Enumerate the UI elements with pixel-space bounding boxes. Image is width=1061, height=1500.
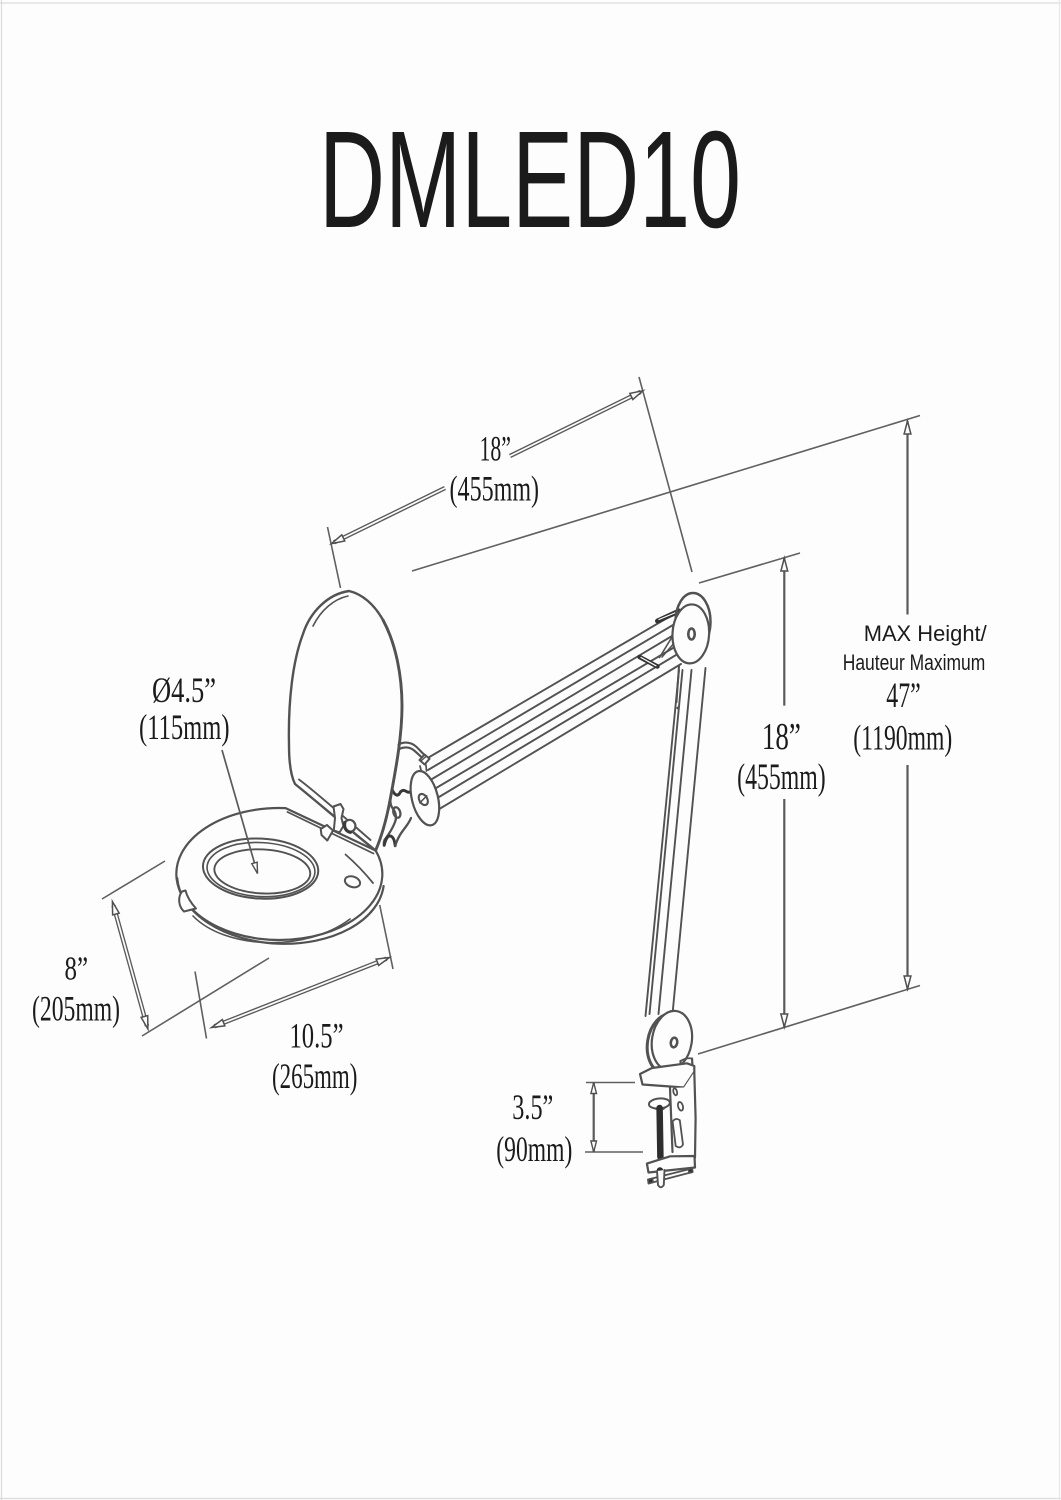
- svg-text:8”: 8”: [65, 951, 89, 988]
- svg-text:(90mm): (90mm): [496, 1129, 572, 1169]
- svg-text:DMLED10: DMLED10: [319, 103, 741, 257]
- svg-text:(455mm): (455mm): [737, 756, 826, 797]
- svg-text:MAX Height/: MAX Height/: [864, 621, 988, 646]
- svg-text:18”: 18”: [479, 428, 511, 468]
- svg-text:(455mm): (455mm): [450, 468, 540, 508]
- svg-text:(205mm): (205mm): [32, 988, 120, 1028]
- svg-text:10.5”: 10.5”: [290, 1015, 344, 1055]
- svg-text:Ø4.5”: Ø4.5”: [152, 670, 216, 710]
- svg-text:(115mm): (115mm): [139, 707, 230, 747]
- svg-text:(265mm): (265mm): [272, 1056, 358, 1096]
- svg-text:Hauteur Maximum: Hauteur Maximum: [843, 650, 986, 675]
- svg-text:3.5”: 3.5”: [512, 1087, 553, 1127]
- svg-text:47”: 47”: [886, 675, 921, 715]
- svg-text:(1190mm): (1190mm): [853, 718, 952, 758]
- svg-text:18”: 18”: [762, 716, 801, 758]
